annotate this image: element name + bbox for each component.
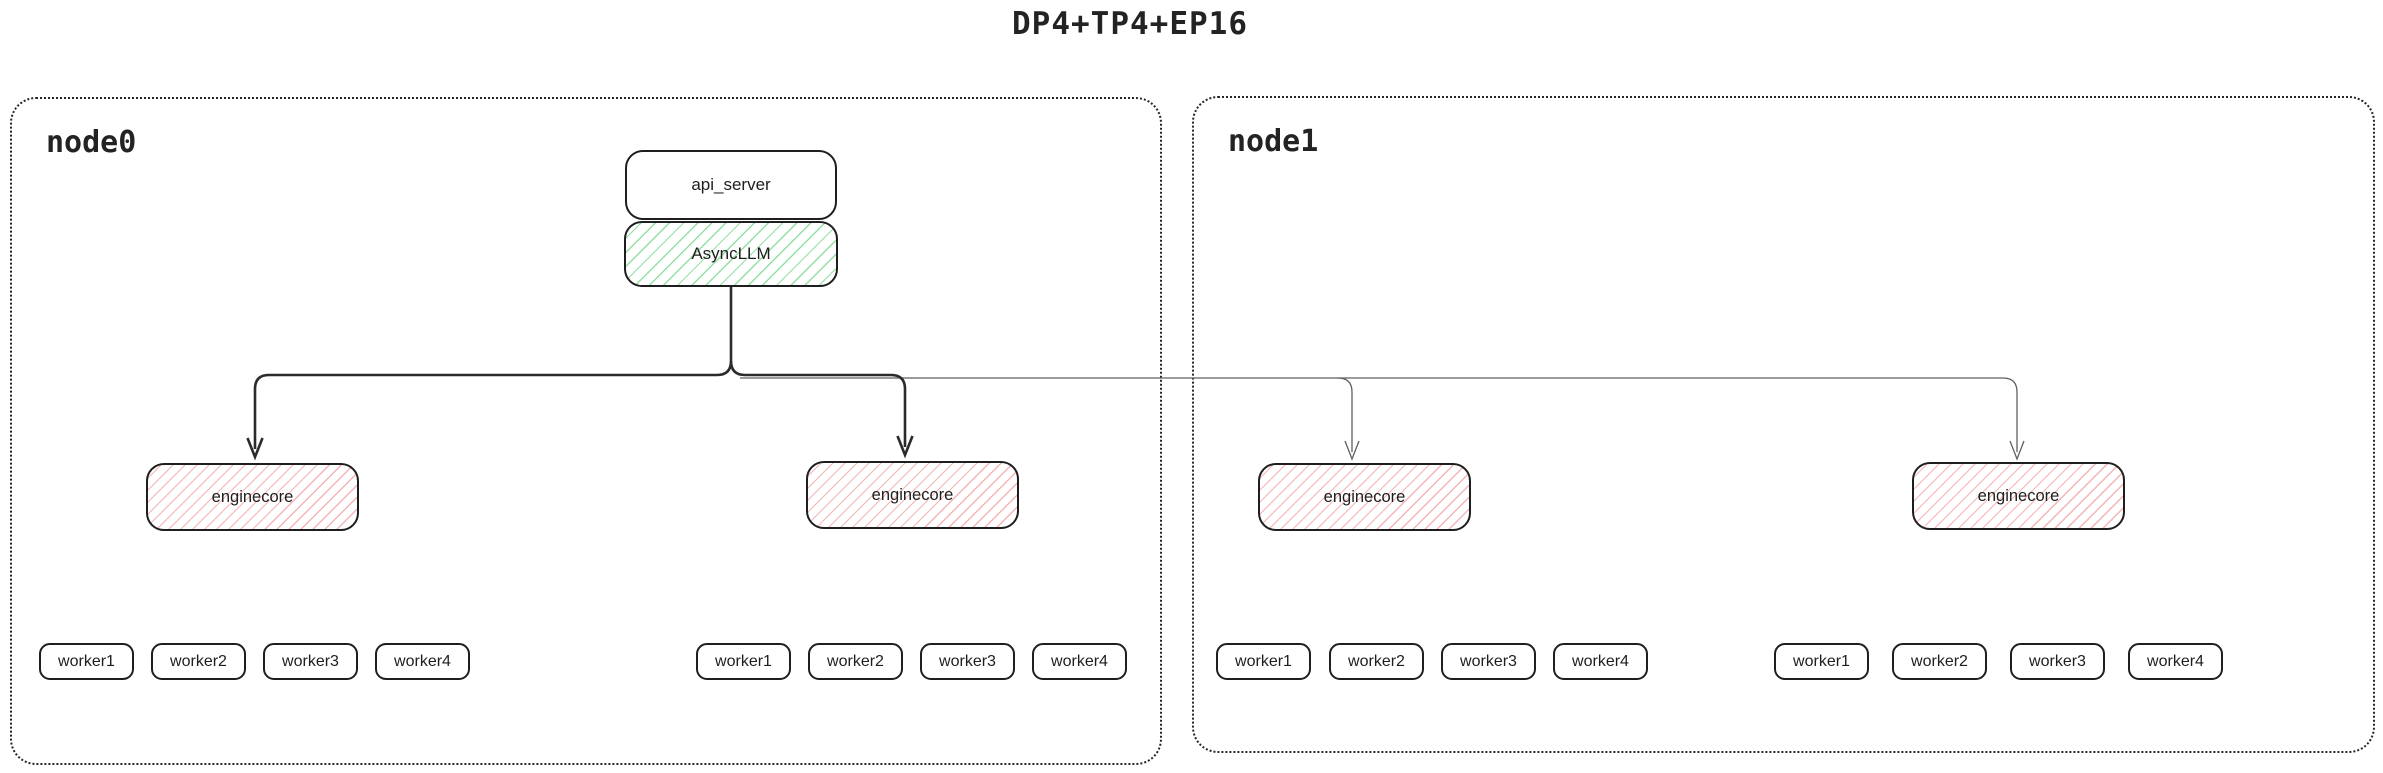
asyncllm-box: AsyncLLM xyxy=(624,221,838,287)
worker-label: worker2 xyxy=(827,652,884,670)
worker-label: worker3 xyxy=(1460,652,1517,670)
worker-box: worker4 xyxy=(2128,643,2223,680)
worker-label: worker3 xyxy=(939,652,996,670)
worker-label: worker1 xyxy=(1793,652,1850,670)
asyncllm-label: AsyncLLM xyxy=(691,244,771,263)
worker-box: worker3 xyxy=(2010,643,2105,680)
enginecore-label: enginecore xyxy=(871,485,954,504)
worker-label: worker1 xyxy=(1235,652,1292,670)
worker-label: worker2 xyxy=(1911,652,1968,670)
worker-box: worker2 xyxy=(1892,643,1987,680)
worker-label: worker4 xyxy=(2147,652,2204,670)
diagram-title: DP4+TP4+EP16 xyxy=(1012,6,1248,42)
worker-box: worker1 xyxy=(39,643,134,680)
worker-box: worker2 xyxy=(1329,643,1424,680)
enginecore-box-3: enginecore xyxy=(1258,463,1471,531)
worker-box: worker4 xyxy=(1032,643,1127,680)
worker-label: worker2 xyxy=(1348,652,1405,670)
enginecore-label: enginecore xyxy=(1977,486,2060,505)
api-server-label: api_server xyxy=(691,175,771,194)
worker-label: worker4 xyxy=(394,652,451,670)
worker-box: worker2 xyxy=(151,643,246,680)
node1-label: node1 xyxy=(1228,124,1319,159)
worker-box: worker2 xyxy=(808,643,903,680)
worker-box: worker1 xyxy=(1216,643,1311,680)
worker-label: worker1 xyxy=(715,652,772,670)
api-server-box: api_server xyxy=(625,150,837,220)
worker-box: worker3 xyxy=(263,643,358,680)
enginecore-box-1: enginecore xyxy=(146,463,359,531)
worker-box: worker1 xyxy=(1774,643,1869,680)
worker-label: worker4 xyxy=(1051,652,1108,670)
worker-box: worker3 xyxy=(1441,643,1536,680)
worker-label: worker4 xyxy=(1572,652,1629,670)
enginecore-label: enginecore xyxy=(1323,487,1406,506)
worker-label: worker3 xyxy=(282,652,339,670)
worker-box: worker4 xyxy=(375,643,470,680)
enginecore-label: enginecore xyxy=(211,487,294,506)
worker-box: worker1 xyxy=(696,643,791,680)
worker-label: worker2 xyxy=(170,652,227,670)
enginecore-box-4: enginecore xyxy=(1912,462,2125,530)
worker-box: worker3 xyxy=(920,643,1015,680)
worker-label: worker1 xyxy=(58,652,115,670)
worker-box: worker4 xyxy=(1553,643,1648,680)
node0-label: node0 xyxy=(46,125,137,160)
enginecore-box-2: enginecore xyxy=(806,461,1019,529)
worker-label: worker3 xyxy=(2029,652,2086,670)
